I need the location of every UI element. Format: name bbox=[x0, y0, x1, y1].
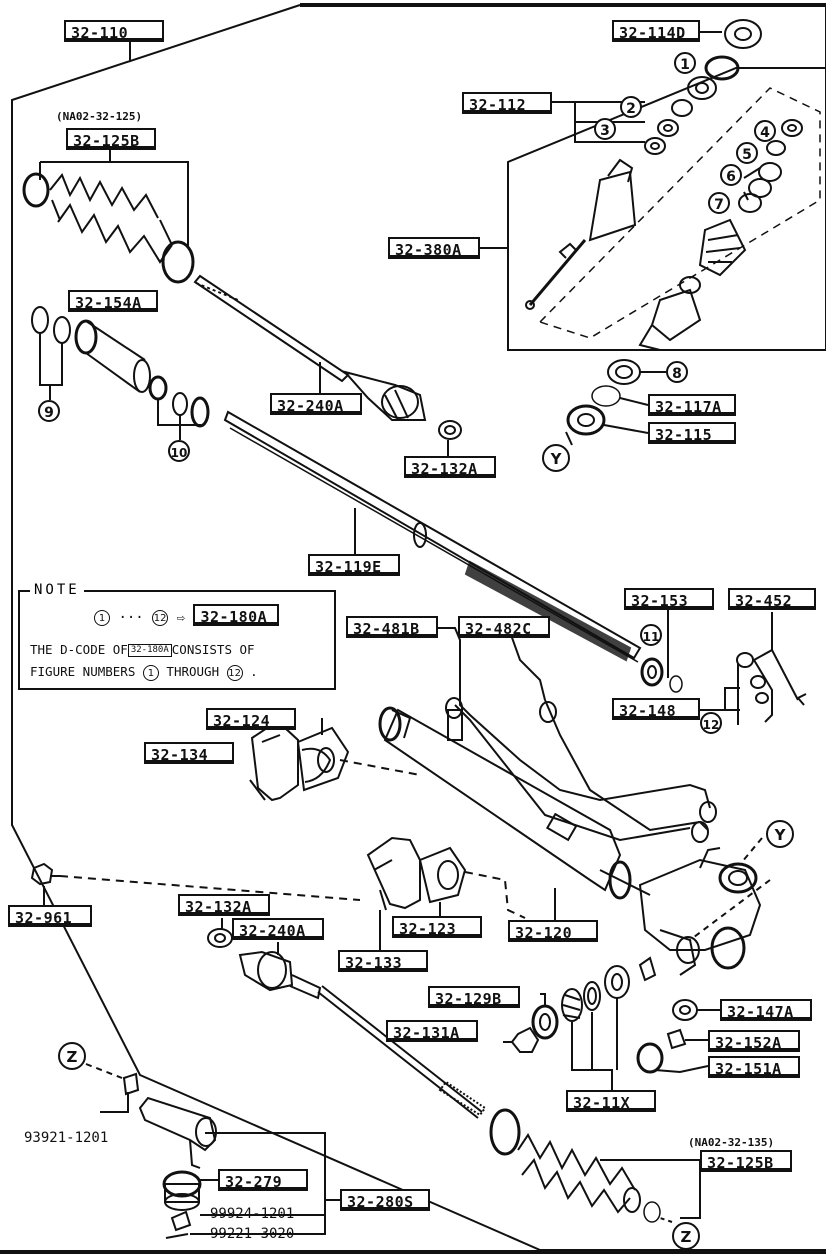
label-99221-3020: 99221-3020 bbox=[210, 1226, 295, 1242]
label-32-123: 32-123 bbox=[392, 916, 482, 938]
callout-11: 11 bbox=[640, 624, 662, 646]
callout-7: 7 bbox=[708, 192, 730, 214]
label-32-115: 32-115 bbox=[648, 422, 736, 444]
note-line3-n2: 12 bbox=[226, 664, 243, 681]
callout-10: 10 bbox=[168, 440, 190, 462]
label-32-151a: 32-151A bbox=[708, 1056, 800, 1078]
callout-8: 8 bbox=[666, 361, 688, 383]
callout-y-top: Y bbox=[542, 444, 570, 472]
label-32-280s: 32-280S bbox=[340, 1189, 430, 1211]
callout-z-left: Z bbox=[58, 1042, 86, 1070]
label-32-482c: 32-482C bbox=[458, 616, 550, 638]
label-32-112: 32-112 bbox=[462, 92, 552, 114]
note-line3-mid: THROUGH bbox=[166, 664, 220, 679]
label-32-152a: 32-152A bbox=[708, 1030, 800, 1052]
sleeve-154a bbox=[31, 306, 210, 440]
bolt-961 bbox=[30, 862, 60, 886]
label-32-125b-top: 32-125B bbox=[66, 128, 156, 150]
label-32-148: 32-148 bbox=[612, 698, 700, 720]
label-32-131a: 32-131A bbox=[386, 1020, 478, 1042]
label-32-481b: 32-481B bbox=[346, 616, 438, 638]
note-title: NOTE bbox=[30, 582, 84, 598]
label-32-279: 32-279 bbox=[218, 1169, 308, 1191]
label-32-129b: 32-129B bbox=[428, 986, 520, 1008]
label-32-11x: 32-11X bbox=[566, 1090, 656, 1112]
valve-rotor bbox=[525, 158, 637, 310]
note-range-line: 1 ··· 12 ⇨ 32-180A bbox=[94, 604, 280, 626]
callout-5: 5 bbox=[736, 142, 758, 164]
rack-bar bbox=[223, 410, 642, 663]
label-32-134: 32-134 bbox=[144, 742, 234, 764]
note-line3-pre: FIGURE NUMBERS bbox=[30, 664, 136, 679]
label-32-147a: 32-147A bbox=[720, 999, 812, 1021]
bellows-boot-top bbox=[22, 148, 195, 284]
label-32-240a-mid: 32-240A bbox=[232, 918, 324, 940]
pipe-482c bbox=[544, 699, 709, 832]
callout-z-bottom: Z bbox=[672, 1222, 700, 1250]
label-93921-1201: 93921-1201 bbox=[24, 1130, 109, 1146]
label-32-961: 32-961 bbox=[8, 905, 92, 927]
inner-tie-rod-top bbox=[193, 274, 462, 456]
label-32-132a-top: 32-132A bbox=[404, 456, 496, 478]
label-na02-125: (NA02-32-125) bbox=[56, 110, 143, 123]
bracket-134 bbox=[249, 724, 299, 802]
bushing-124 bbox=[296, 718, 350, 792]
label-32-452: 32-452 bbox=[728, 588, 816, 610]
note-range-start: 1 bbox=[94, 610, 110, 626]
bellows-boot-bottom bbox=[489, 1108, 701, 1223]
inner-tie-rod-bottom bbox=[207, 918, 487, 1119]
note-line2-pre: THE D-CODE OF bbox=[30, 642, 128, 657]
label-32-153: 32-153 bbox=[624, 588, 714, 610]
callout-1: 1 bbox=[674, 52, 696, 74]
pipe-452 bbox=[752, 612, 799, 723]
label-99924-1201: 99924-1201 bbox=[210, 1206, 295, 1222]
label-32-380a: 32-380A bbox=[388, 237, 480, 259]
bushing-123 bbox=[418, 846, 467, 916]
callout-4: 4 bbox=[754, 120, 776, 142]
label-32-117a: 32-117A bbox=[648, 394, 736, 416]
rack-housing bbox=[378, 706, 651, 900]
note-ref-label: 32-180A bbox=[193, 604, 280, 626]
label-32-125b-bot: 32-125B bbox=[700, 1150, 792, 1172]
valve-boot bbox=[698, 218, 747, 277]
note-range-end: 12 bbox=[152, 610, 169, 626]
label-32-110: 32-110 bbox=[64, 20, 164, 42]
label-32-120: 32-120 bbox=[508, 920, 598, 942]
note-arrow: ⇨ bbox=[176, 610, 186, 626]
callout-9: 9 bbox=[38, 400, 60, 422]
callout-12: 12 bbox=[700, 712, 722, 734]
bracket-133 bbox=[366, 836, 421, 950]
label-na02-135: (NA02-32-135) bbox=[688, 1136, 775, 1149]
pinion-housing bbox=[638, 847, 762, 976]
callout-6: 6 bbox=[720, 164, 742, 186]
label-32-114d: 32-114D bbox=[612, 20, 700, 42]
callout-2: 2 bbox=[620, 96, 642, 118]
note-range-dots: ··· bbox=[118, 610, 144, 626]
label-32-132a-mid: 32-132A bbox=[178, 894, 270, 916]
note-line2-box: 32-180A bbox=[127, 644, 172, 657]
seal-114d bbox=[724, 19, 762, 49]
note-line3-post: . bbox=[250, 664, 258, 679]
callout-3: 3 bbox=[594, 118, 616, 140]
note-line3-n1: 1 bbox=[142, 664, 159, 681]
note-line-3: FIGURE NUMBERS 1 THROUGH 12 . bbox=[30, 664, 258, 681]
label-32-240a-top: 32-240A bbox=[270, 393, 362, 415]
note-line2-post: CONSISTS OF bbox=[171, 642, 255, 657]
label-32-154a: 32-154A bbox=[68, 290, 158, 312]
valve-box bbox=[507, 67, 826, 351]
label-32-133: 32-133 bbox=[338, 950, 428, 972]
callout-y-right: Y bbox=[766, 820, 794, 848]
tie-rod-end bbox=[138, 1096, 217, 1239]
label-32-124: 32-124 bbox=[206, 708, 296, 730]
label-32-119e: 32-119E bbox=[308, 554, 400, 576]
